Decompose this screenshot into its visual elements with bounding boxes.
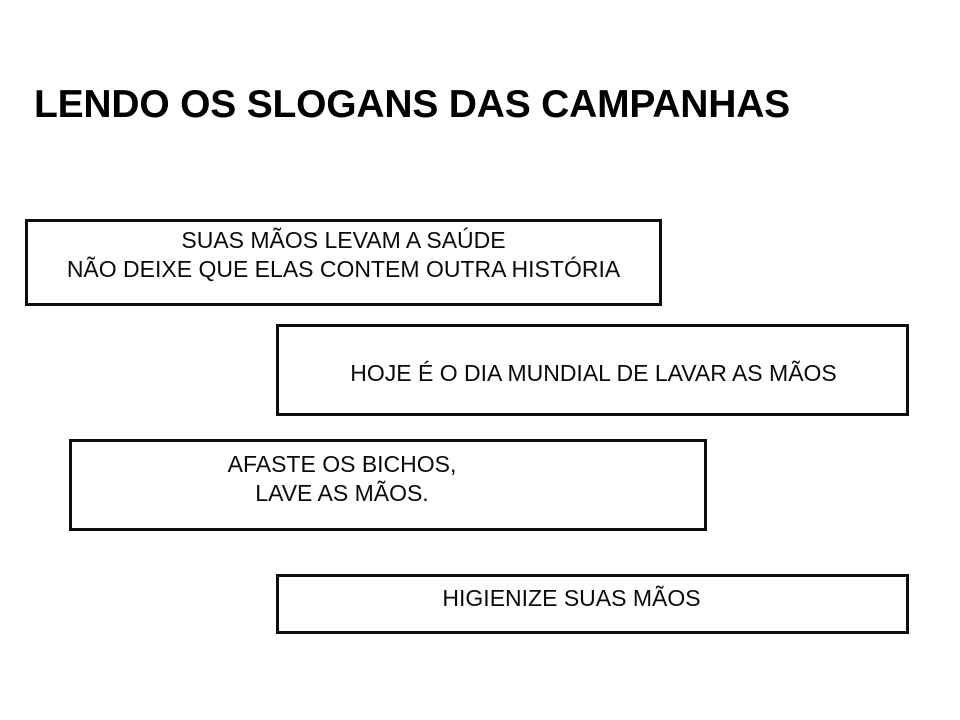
slogan-text-2: HOJE É O DIA MUNDIAL DE LAVAR AS MÃOS: [350, 360, 837, 386]
slogan-box-4: HIGIENIZE SUAS MÃOS: [276, 574, 909, 634]
slogan-text-4: HIGIENIZE SUAS MÃOS: [442, 585, 701, 611]
slogan-box-3: AFASTE OS BICHOS, LAVE AS MÃOS.: [69, 439, 707, 531]
slogan-text-1: SUAS MÃOS LEVAM A SAÚDE NÃO DEIXE QUE EL…: [66, 227, 621, 282]
slogan-box-2: HOJE É O DIA MUNDIAL DE LAVAR AS MÃOS: [276, 324, 909, 416]
slogan-box-1: SUAS MÃOS LEVAM A SAÚDE NÃO DEIXE QUE EL…: [25, 219, 662, 306]
page-title: LENDO OS SLOGANS DAS CAMPANHAS: [34, 83, 790, 126]
slogan-text-3: AFASTE OS BICHOS, LAVE AS MÃOS.: [227, 451, 457, 506]
